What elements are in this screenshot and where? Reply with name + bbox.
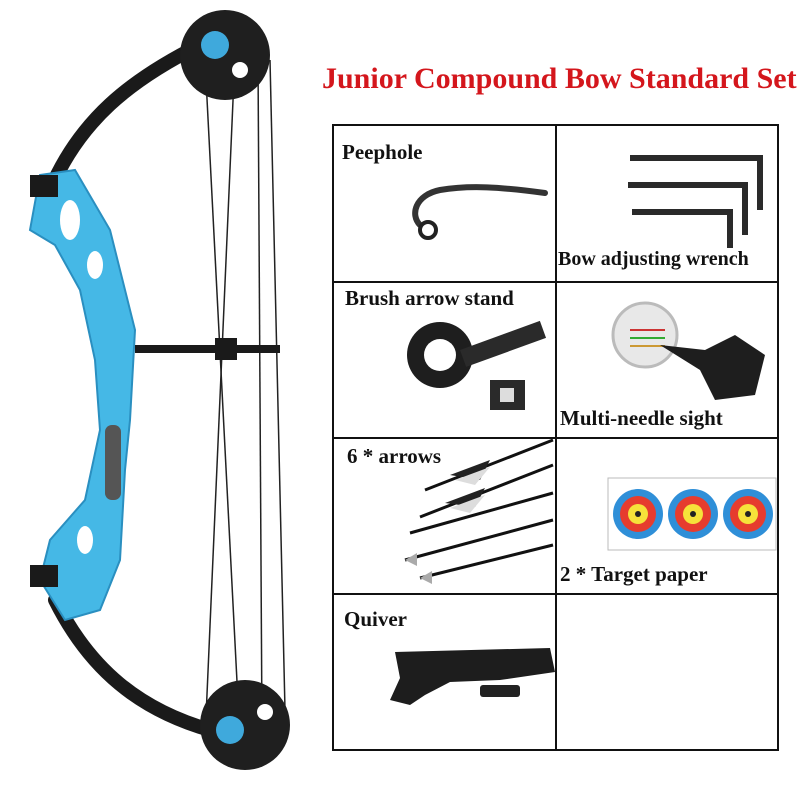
arrows-icon <box>404 438 554 584</box>
compound-bow-image <box>28 10 290 770</box>
page-title: Junior Compound Bow Standard Set <box>322 62 797 95</box>
item-label-quiver: Quiver <box>344 607 407 631</box>
item-label-arrows: 6 * arrows <box>347 444 442 468</box>
item-label-peephole: Peephole <box>342 140 423 164</box>
peephole-icon <box>412 184 548 240</box>
quiver-icon <box>390 648 555 705</box>
item-label-wrench: Bow adjusting wrench <box>558 248 749 270</box>
item-label-sight: Multi-needle sight <box>560 406 723 430</box>
arrow-rest-icon <box>407 320 547 410</box>
item-label-arrow-stand: Brush arrow stand <box>345 286 514 310</box>
hex-wrench-icon <box>628 155 763 248</box>
bow-sight-icon <box>611 301 765 400</box>
accessory-table <box>332 124 779 751</box>
item-label-target-paper: 2 * Target paper <box>560 562 708 586</box>
target-paper-icon <box>607 477 777 551</box>
